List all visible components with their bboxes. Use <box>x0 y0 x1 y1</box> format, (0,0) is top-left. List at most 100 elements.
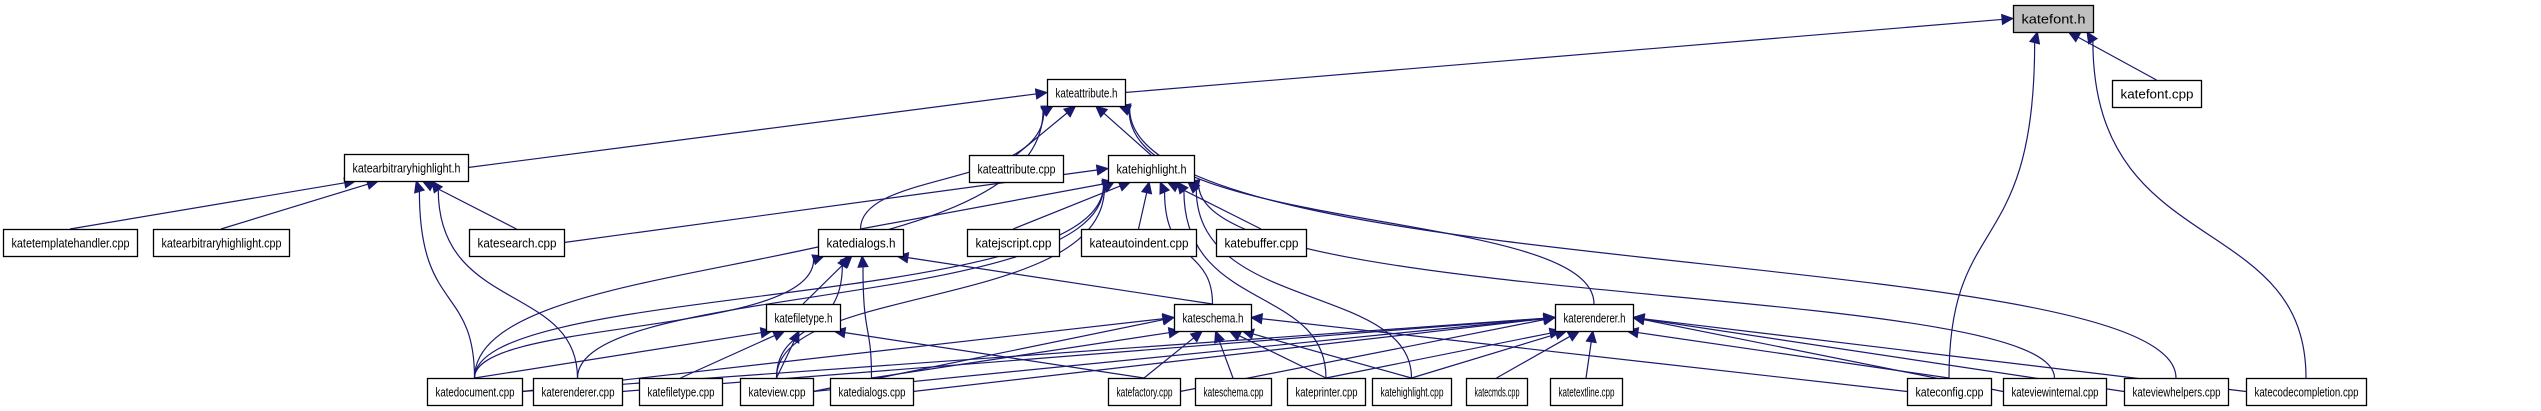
node-box[interactable] <box>2245 377 2368 407</box>
arrowhead-icon <box>1542 314 1557 326</box>
node-katedialogs-h[interactable]: katedialogs.h <box>817 228 905 258</box>
node-box[interactable] <box>1906 377 1993 407</box>
node-katedialogs-cpp[interactable]: katedialogs.cpp <box>829 377 915 407</box>
edge-katefiletype-cpp-to-katefiletype-h <box>680 330 786 379</box>
node-katehighlight-cpp[interactable]: katehighlight.cpp <box>1371 377 1453 407</box>
node-katecmds-cpp[interactable]: katecmds.cpp <box>1465 377 1529 407</box>
node-box[interactable] <box>1194 377 1273 407</box>
node-katerenderer-h[interactable]: katerenderer.h <box>1554 303 1635 333</box>
node-kateview-cpp[interactable]: kateview.cpp <box>739 377 815 407</box>
node-katerenderer-cpp[interactable]: katerenderer.cpp <box>532 377 624 407</box>
node-kateattribute-h[interactable]: kateattribute.h <box>1046 78 1127 108</box>
node-box[interactable] <box>2123 377 2230 407</box>
edge-katejscript-cpp-to-katehighlight-h <box>1012 180 1132 230</box>
node-label: kateschema.cpp <box>1204 386 1264 400</box>
edge-line <box>576 185 1105 379</box>
node-box[interactable] <box>1465 377 1529 407</box>
edge-line <box>69 182 345 230</box>
arrowhead-icon <box>1585 329 1597 344</box>
node-box[interactable] <box>2 228 139 258</box>
node-box[interactable] <box>426 377 524 407</box>
node-katecodecompletion-cpp[interactable]: katecodecompletion.cpp <box>2245 377 2368 407</box>
edge-katefont-cpp-to-katefont-h <box>2067 31 2157 81</box>
edge-line <box>2077 36 2157 81</box>
node-box[interactable] <box>532 377 624 407</box>
edge-line <box>473 259 815 379</box>
edge-katecodecompletion-cpp-to-katefont-h <box>2086 30 2307 379</box>
node-katefactory-cpp[interactable]: katefactory.cpp <box>1107 377 1182 407</box>
node-katetextline-cpp[interactable]: katetextline.cpp <box>1549 377 1624 407</box>
node-box[interactable] <box>1046 78 1127 108</box>
node-label: katefont.h <box>2022 13 2086 27</box>
node-box[interactable] <box>1107 154 1196 184</box>
edge-line <box>474 332 762 379</box>
node-katehighlight-h[interactable]: katehighlight.h <box>1107 154 1196 184</box>
node-label: kateattribute.cpp <box>978 163 1056 177</box>
node-box[interactable] <box>1549 377 1624 407</box>
arrowhead-icon <box>1034 88 1049 100</box>
arrowhead-icon <box>837 254 849 269</box>
node-box[interactable] <box>638 377 724 407</box>
node-box[interactable] <box>468 228 566 258</box>
node-box[interactable] <box>1215 228 1308 258</box>
node-box[interactable] <box>2111 79 2203 109</box>
node-katefiletype-cpp[interactable]: katefiletype.cpp <box>638 377 724 407</box>
node-box[interactable] <box>829 377 915 407</box>
edge-kateconfig-cpp-to-katefont-h <box>1948 30 2041 379</box>
node-kateautoindent-cpp[interactable]: kateautoindent.cpp <box>1080 228 1198 258</box>
node-label: katedialogs.h <box>827 237 896 251</box>
node-box[interactable] <box>1286 377 1367 407</box>
node-katearbitraryhighlight-cpp[interactable]: katearbitraryhighlight.cpp <box>152 228 291 258</box>
edge-line <box>2092 41 2307 379</box>
node-katebuffer-cpp[interactable]: katebuffer.cpp <box>1215 228 1308 258</box>
arrowhead-icon <box>1249 313 1264 325</box>
node-box[interactable] <box>1371 377 1453 407</box>
edge-line <box>432 185 517 230</box>
node-katetemplatehandler-cpp[interactable]: katetemplatehandler.cpp <box>2 228 139 258</box>
node-kateviewinternal-cpp[interactable]: kateviewinternal.cpp <box>2002 377 2108 407</box>
node-kateconfig-cpp[interactable]: kateconfig.cpp <box>1906 377 1993 407</box>
node-box[interactable] <box>343 153 470 183</box>
node-label: katerenderer.h <box>1564 312 1626 326</box>
arrowhead-icon <box>1228 330 1243 342</box>
node-box[interactable] <box>1107 377 1182 407</box>
node-katesearch-cpp[interactable]: katesearch.cpp <box>468 228 566 258</box>
node-box[interactable] <box>1554 303 1635 333</box>
edge-line <box>1124 18 2003 94</box>
node-box[interactable] <box>968 154 1065 184</box>
node-box[interactable] <box>1080 228 1198 258</box>
node-box[interactable] <box>966 228 1061 258</box>
node-label: kateprinter.cpp <box>1296 386 1358 400</box>
node-box[interactable] <box>1173 303 1253 333</box>
node-box[interactable] <box>765 303 842 333</box>
edge-line <box>802 263 845 305</box>
node-kateschema-h[interactable]: kateschema.h <box>1173 303 1253 333</box>
node-box[interactable] <box>152 228 291 258</box>
edge-line <box>680 334 775 379</box>
edge-line <box>1128 110 1595 305</box>
node-kateschema-cpp[interactable]: kateschema.cpp <box>1194 377 1273 407</box>
edge-line <box>1218 341 1234 379</box>
edge-katerenderer-cpp-to-katearbitraryhighlight-h <box>431 180 579 379</box>
node-label: kateconfig.cpp <box>1916 386 1984 400</box>
node-katedocument-cpp[interactable]: katedocument.cpp <box>426 377 524 407</box>
node-label: katecmds.cpp <box>1475 386 1520 400</box>
node-box[interactable] <box>817 228 905 258</box>
node-katearbitraryhighlight-h[interactable]: katearbitraryhighlight.h <box>343 153 470 183</box>
node-box[interactable] <box>2002 377 2108 407</box>
edge-katedocument-cpp-to-katefiletype-h <box>474 327 774 379</box>
node-katejscript-cpp[interactable]: katejscript.cpp <box>966 228 1061 258</box>
node-kateattribute-cpp[interactable]: kateattribute.cpp <box>968 154 1065 184</box>
node-label: kateview.cpp <box>749 386 806 400</box>
edge-katedocument-cpp-to-katearbitraryhighlight-h <box>413 179 476 379</box>
node-label: katefactory.cpp <box>1117 386 1173 400</box>
arrowhead-icon <box>1176 181 1189 195</box>
node-kateviewhelpers-cpp[interactable]: kateviewhelpers.cpp <box>2123 377 2230 407</box>
node-box[interactable] <box>739 377 815 407</box>
nodes-layer: katefont.h kateattribute.h katefont.cpp kat… <box>2 4 2368 407</box>
node-katefont-cpp[interactable]: katefont.cpp <box>2111 79 2203 109</box>
node-kateprinter-cpp[interactable]: kateprinter.cpp <box>1286 377 1367 407</box>
node-katefiletype-h[interactable]: katefiletype.h <box>765 303 842 333</box>
edge-katedialogs-cpp-to-katedialogs-h <box>857 254 873 379</box>
